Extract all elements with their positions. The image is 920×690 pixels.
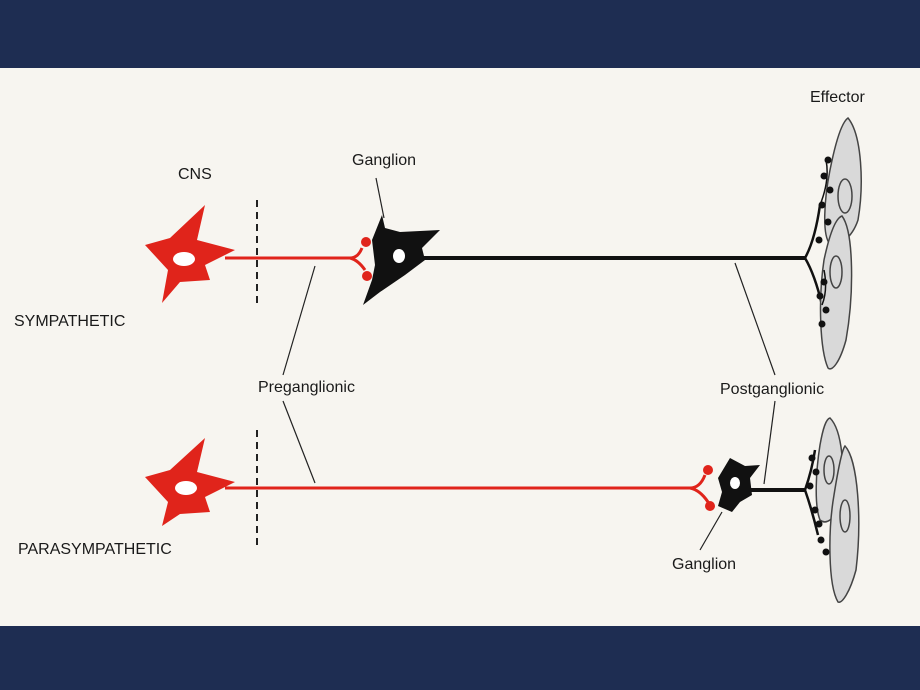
sympathetic-synaptic-bouton-upper bbox=[361, 237, 371, 247]
parasympathetic-synaptic-bouton-lower bbox=[705, 501, 715, 511]
label-sympathetic: SYMPATHETIC bbox=[14, 313, 126, 330]
leader-postganglionic-to-parasympathetic-axon bbox=[763, 400, 776, 485]
sympathetic-preganglionic-nucleus bbox=[173, 252, 195, 266]
label-ganglion-top: Ganglion bbox=[352, 152, 417, 169]
label-cns: CNS bbox=[178, 166, 212, 183]
sympathetic-effector-nucleus-upper bbox=[837, 178, 853, 214]
parasympathetic-effector-nucleus-lower bbox=[839, 499, 851, 533]
sympathetic-effector-cell-lower bbox=[819, 215, 853, 370]
label-ganglion-bottom: Ganglion bbox=[672, 556, 737, 573]
sympathetic-synaptic-bouton-lower bbox=[362, 271, 372, 281]
parasympathetic-effector-nucleus-upper bbox=[823, 455, 835, 485]
sympathetic-varicosity-chain bbox=[819, 159, 828, 306]
diagram-figure bbox=[0, 68, 920, 626]
leader-ganglion-bottom bbox=[699, 511, 723, 551]
sympathetic-effector-nucleus-lower bbox=[829, 255, 843, 289]
sympathetic-postganglionic-terminal-branches bbox=[803, 204, 824, 306]
leader-preganglionic-to-sympathetic-axon bbox=[282, 265, 316, 376]
parasympathetic-varicosities bbox=[806, 454, 830, 556]
leader-preganglionic-to-parasympathetic-axon bbox=[282, 400, 316, 484]
top-band bbox=[0, 0, 920, 68]
autonomic-nervous-system-diagram bbox=[145, 116, 862, 603]
bottom-band bbox=[0, 626, 920, 690]
parasympathetic-effector-cell-lower bbox=[829, 444, 860, 603]
label-parasympathetic: PARASYMPATHETIC bbox=[18, 541, 172, 558]
parasympathetic-preganglionic-nucleus bbox=[175, 481, 197, 495]
sympathetic-ganglion-nucleus bbox=[393, 249, 405, 263]
label-postganglionic: Postganglionic bbox=[720, 381, 825, 398]
leader-postganglionic-to-sympathetic-axon bbox=[734, 262, 776, 376]
leader-ganglion-top bbox=[375, 177, 385, 219]
parasympathetic-axon-terminal-branches bbox=[689, 474, 710, 503]
label-effector: Effector bbox=[810, 89, 865, 106]
label-preganglionic: Preganglionic bbox=[258, 379, 355, 396]
parasympathetic-synaptic-bouton-upper bbox=[703, 465, 713, 475]
parasympathetic-ganglion-nucleus bbox=[730, 477, 740, 489]
sympathetic-axon-terminal-branches bbox=[349, 247, 367, 271]
